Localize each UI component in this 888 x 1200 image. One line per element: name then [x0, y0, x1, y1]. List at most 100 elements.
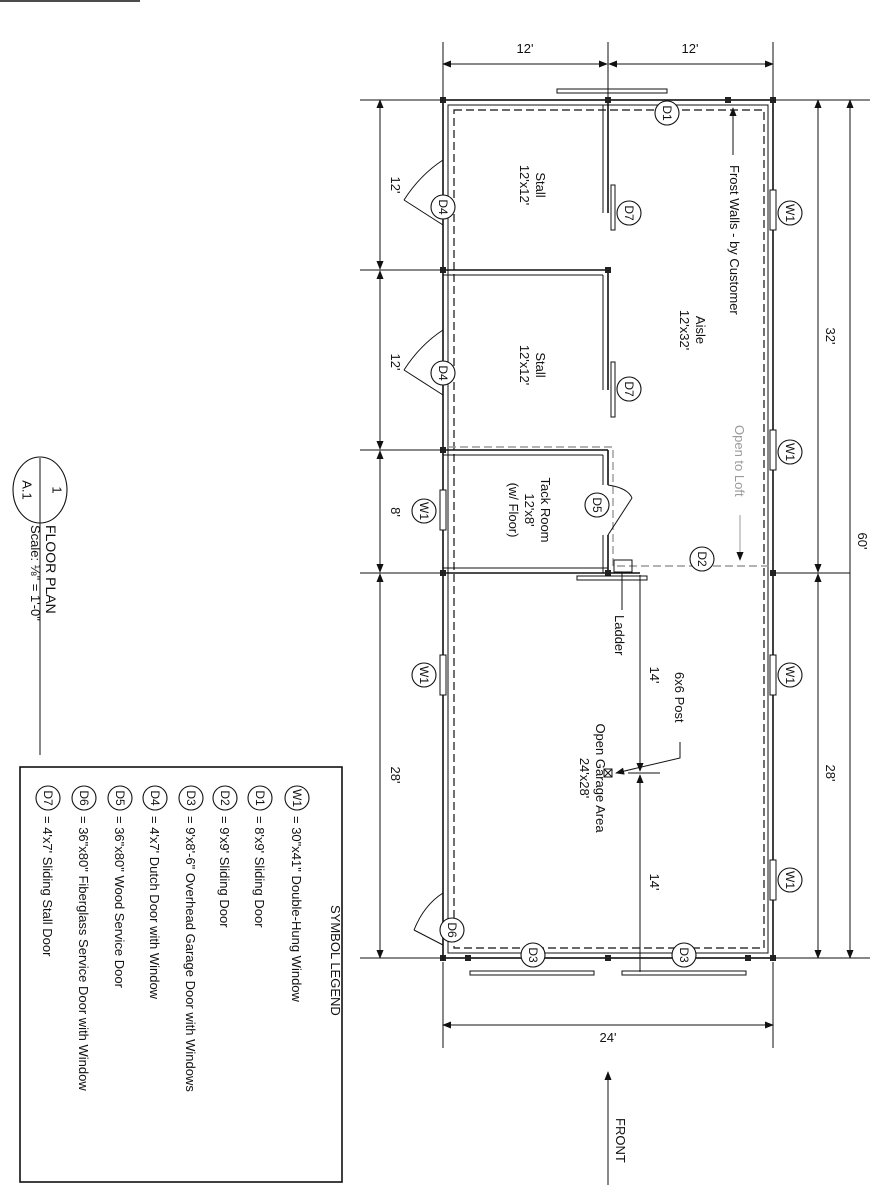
- svg-text:W1: W1: [417, 666, 431, 684]
- tag-d1: D1: [654, 100, 680, 126]
- svg-text:W1: W1: [783, 871, 797, 889]
- dim-right-upper: 32': [823, 328, 838, 345]
- svg-text:D7: D7: [622, 381, 636, 397]
- svg-text:D6: D6: [77, 790, 91, 806]
- svg-text:D3: D3: [526, 947, 540, 963]
- legend-item-d2: D2 = 9'x9' Sliding Door: [212, 785, 238, 928]
- dim-top-right: 12': [682, 41, 699, 56]
- svg-text:= 4'x7' Sliding Stall Door: = 4'x7' Sliding Stall Door: [40, 816, 55, 957]
- title-sheet: A.1: [20, 480, 35, 500]
- svg-text:Aisle: Aisle: [693, 316, 708, 344]
- note-open-to-loft: Open to Loft: [732, 425, 747, 497]
- legend-title: SYMBOL LEGEND: [328, 905, 343, 1016]
- dim-left-stall-2: 12': [388, 354, 403, 371]
- room-garage-label: Open Garage Area 24'x28': [577, 723, 608, 833]
- dim-left-stall-1: 12': [388, 177, 403, 194]
- dim-garage-half-2: 14': [647, 874, 662, 891]
- svg-text:D1: D1: [253, 790, 267, 806]
- svg-text:D5: D5: [590, 497, 604, 513]
- tag-d5: D5: [584, 492, 610, 518]
- legend-item-d3: D3 = 9'x8'-6" Overhead Garage Door with …: [178, 785, 204, 1092]
- svg-text:= 30"x41" Double-Hung Window: = 30"x41" Double-Hung Window: [289, 816, 304, 1003]
- tag-w1-right-2: W1: [777, 439, 803, 465]
- tag-d3-right: D3: [671, 942, 697, 968]
- ladder-symbol: [613, 559, 633, 573]
- svg-text:24'x28': 24'x28': [577, 758, 592, 798]
- svg-text:Tack Room: Tack Room: [538, 477, 553, 542]
- tag-d4-2: D4: [430, 360, 456, 386]
- symbol-legend: SYMBOL LEGEND W1 = 30"x41" Double-Hung W…: [19, 766, 343, 1183]
- dimension-lines: [360, 42, 870, 1048]
- tag-d4-1: D4: [430, 194, 456, 220]
- dim-left-garage: 28': [388, 767, 403, 784]
- tag-w1-left-2: W1: [411, 662, 437, 688]
- svg-text:= 9'x8'-6" Overhead Garage Doo: = 9'x8'-6" Overhead Garage Door with Win…: [183, 816, 198, 1092]
- svg-text:D3: D3: [677, 947, 691, 963]
- d4-dutch-door-2: [403, 329, 444, 396]
- tag-d7-2: D7: [616, 376, 642, 402]
- room-aisle-label: Aisle 12'x32': [677, 310, 708, 350]
- front-label: FRONT: [613, 1118, 628, 1163]
- svg-text:12'x12': 12'x12': [517, 345, 532, 385]
- legend-item-w1: W1 = 30"x41" Double-Hung Window: [284, 785, 310, 1003]
- d6-service-door: [413, 892, 444, 946]
- d4-dutch-door-1: [403, 159, 444, 226]
- d7-stall-door-1: [610, 184, 616, 231]
- svg-text:Stall: Stall: [533, 172, 548, 197]
- wall-posts: [440, 97, 776, 961]
- svg-text:D2: D2: [695, 551, 709, 567]
- svg-text:D6: D6: [445, 922, 459, 938]
- d2-sliding-door: [576, 575, 648, 581]
- svg-text:(w/ Floor): (w/ Floor): [506, 483, 521, 538]
- title-scale: Scale: ⅛" = 1'-0": [28, 525, 43, 621]
- svg-text:W1: W1: [783, 666, 797, 684]
- svg-text:W1: W1: [290, 789, 304, 807]
- note-ladder: Ladder: [612, 615, 627, 656]
- legend-item-d7: D7 = 4'x7' Sliding Stall Door: [35, 785, 61, 957]
- dim-right-total: 60': [855, 533, 870, 550]
- legend-item-d5: D5 = 36"x80" Wood Service Door: [107, 785, 133, 989]
- svg-text:Open Garage Area: Open Garage Area: [593, 723, 608, 833]
- svg-text:Stall: Stall: [533, 352, 548, 377]
- svg-text:W1: W1: [783, 443, 797, 461]
- dim-bottom-width: 24': [600, 1030, 617, 1045]
- svg-text:D1: D1: [660, 105, 674, 121]
- d1-sliding-door: [556, 88, 668, 94]
- d7-stall-door-2: [610, 361, 616, 418]
- svg-text:12'x8': 12'x8': [522, 493, 537, 526]
- svg-text:D4: D4: [436, 199, 450, 215]
- d5-service-door: [607, 484, 633, 536]
- title-block: 1 A.1 FLOOR PLAN Scale: ⅛" = 1'-0": [12, 456, 68, 755]
- tag-w1-left-1: W1: [411, 498, 437, 524]
- note-leaders: [615, 107, 744, 775]
- windows: [439, 189, 777, 901]
- svg-text:D2: D2: [218, 790, 232, 806]
- svg-text:W1: W1: [417, 502, 431, 520]
- dim-right-lower: 28': [823, 765, 838, 782]
- svg-text:= 9'x9' Sliding Door: = 9'x9' Sliding Door: [217, 816, 232, 928]
- dim-garage-half-1: 14': [647, 667, 662, 684]
- svg-text:= 36"x80" Fiberglass Service D: = 36"x80" Fiberglass Service Door with W…: [76, 816, 91, 1091]
- legend-item-d6: D6 = 36"x80" Fiberglass Service Door wit…: [71, 785, 97, 1091]
- tag-w1-right-4: W1: [777, 867, 803, 893]
- tag-w1-right-1: W1: [777, 200, 803, 226]
- svg-text:= 36"x80" Wood Service Door: = 36"x80" Wood Service Door: [112, 816, 127, 989]
- svg-text:12'x32': 12'x32': [677, 310, 692, 350]
- legend-item-d1: D1 = 8'x9' Sliding Door: [247, 785, 273, 928]
- svg-text:D3: D3: [184, 790, 198, 806]
- dim-left-tack: 8': [388, 507, 403, 517]
- dim-top-left: 12': [517, 41, 534, 56]
- tag-d6: D6: [439, 917, 465, 943]
- post-6x6-symbol: [603, 768, 613, 778]
- tag-w1-right-3: W1: [777, 662, 803, 688]
- title-floor-plan: FLOOR PLAN: [43, 525, 59, 614]
- svg-text:W1: W1: [783, 204, 797, 222]
- tag-d7-1: D7: [616, 200, 642, 226]
- note-frost-walls: Frost Walls - by Customer: [727, 165, 742, 315]
- svg-text:D7: D7: [41, 790, 55, 806]
- svg-text:D7: D7: [622, 205, 636, 221]
- room-stall-1-label: Stall 12'x12': [517, 165, 548, 205]
- svg-text:= 8'x9' Sliding Door: = 8'x9' Sliding Door: [252, 816, 267, 928]
- svg-text:12'x12': 12'x12': [517, 165, 532, 205]
